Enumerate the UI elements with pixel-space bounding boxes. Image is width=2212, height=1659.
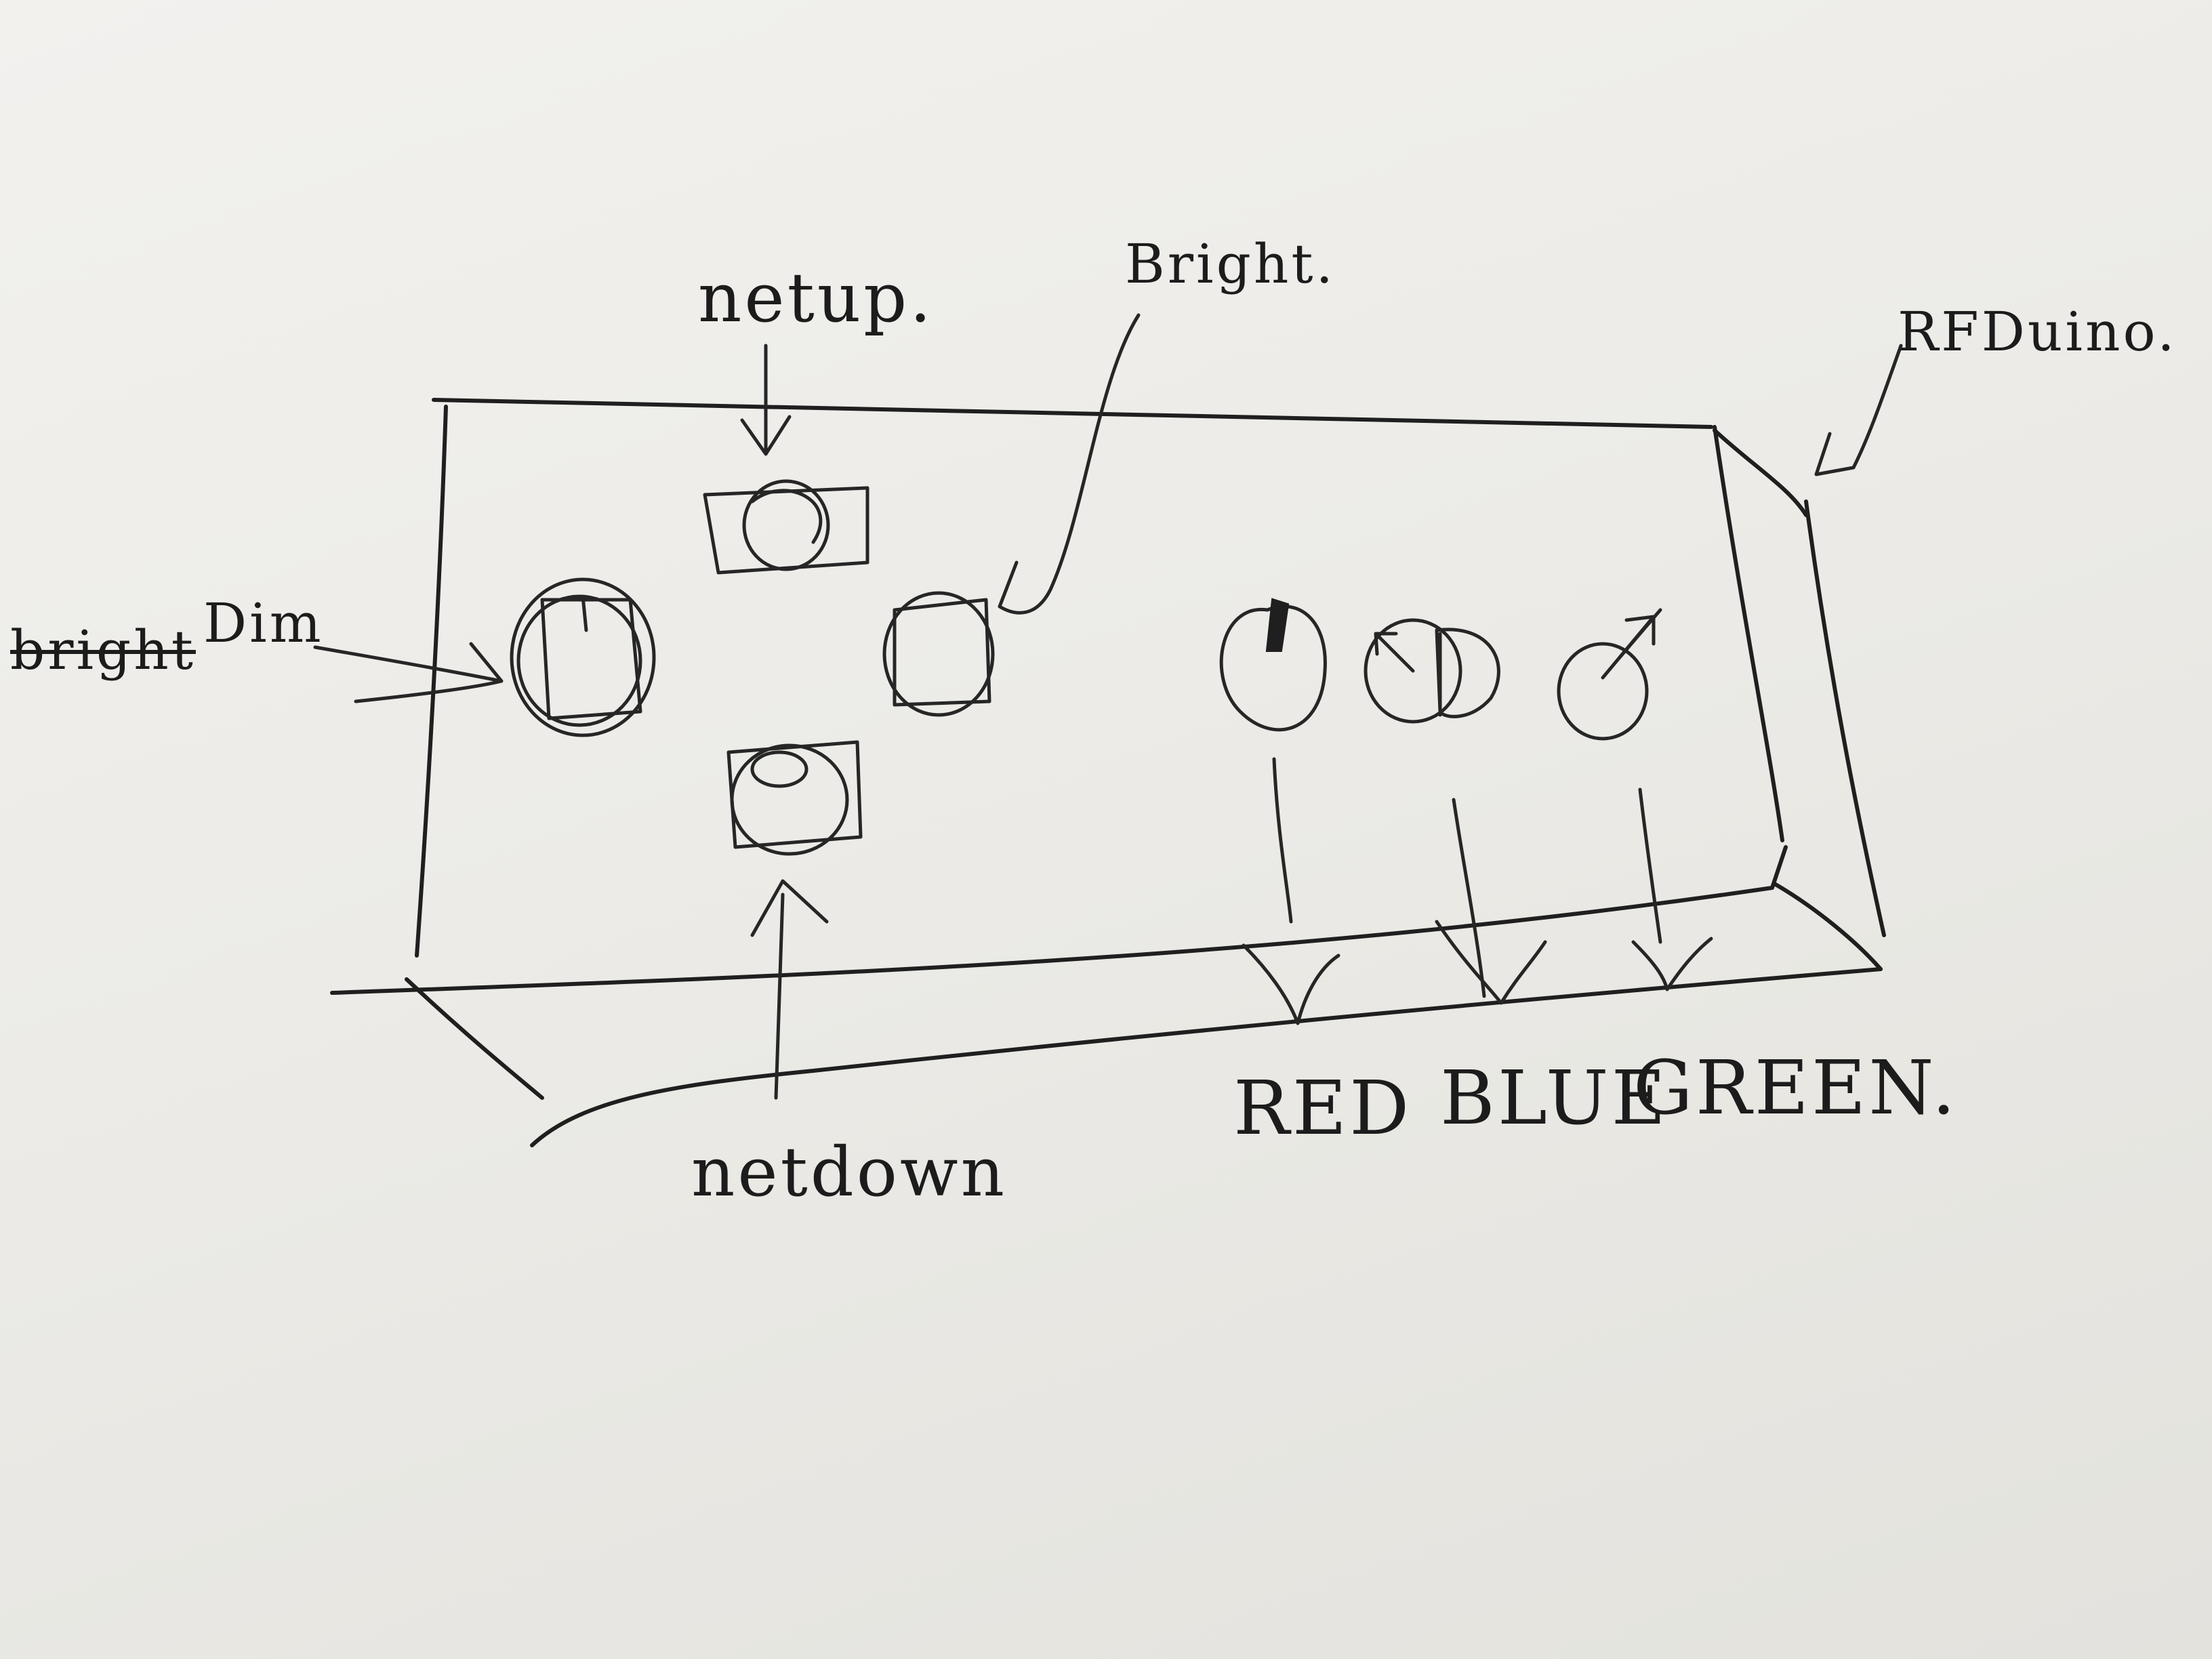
green-indicator-shape [1557, 608, 1662, 741]
netup-arrow [740, 344, 792, 456]
box-bottom-edge [330, 845, 1788, 995]
label-blue: BLUE [1440, 1054, 1668, 1141]
box-side-bottom [1774, 882, 1883, 971]
box-base-left [405, 977, 544, 1100]
label-netup: netup. [698, 258, 934, 337]
label-rfduino: RFDuino. [1898, 300, 2177, 363]
dim-button-shape [510, 577, 656, 737]
dim-arrow [313, 642, 504, 703]
netdown-button-shape [726, 740, 863, 856]
box-right-edge [1713, 425, 1784, 842]
label-netdown: netdown [691, 1132, 1007, 1212]
blue-leader [1435, 798, 1547, 1005]
red-leader [1242, 757, 1340, 1025]
netup-button-shape [703, 479, 869, 575]
label-dim: Dim [203, 592, 324, 655]
green-leader [1631, 787, 1713, 991]
box-top-edge [432, 398, 1713, 429]
label-crossed-out: bright [10, 619, 196, 682]
bright-button-shape [882, 591, 995, 717]
box-base-front [530, 967, 1883, 1147]
rfduino-leader [1814, 344, 1903, 476]
red-indicator-shape [1219, 598, 1327, 732]
bright-leader [998, 313, 1141, 615]
box-left-edge [415, 405, 448, 958]
box-side-top [1713, 428, 1808, 517]
box-side-back [1804, 499, 1886, 937]
blue-indicator-shape [1364, 618, 1500, 724]
label-bright: Bright. [1125, 232, 1336, 295]
label-green: GREEN. [1633, 1044, 1959, 1131]
netdown-arrow [750, 879, 829, 1100]
label-red: RED [1233, 1065, 1412, 1151]
